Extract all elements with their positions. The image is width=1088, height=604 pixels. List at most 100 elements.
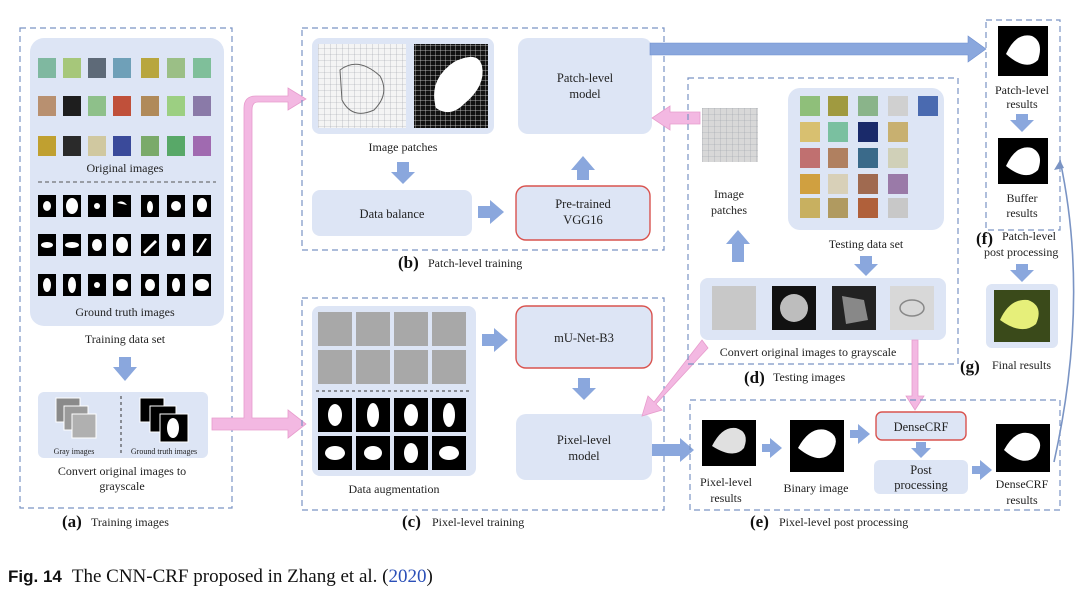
arrow-pixel-model-to-results	[652, 438, 694, 462]
pretrained-line2: VGG16	[563, 213, 603, 227]
figure-caption: Fig. 14 The CNN-CRF proposed in Zhang et …	[8, 566, 433, 588]
convert-line1: Convert original images to	[58, 464, 186, 478]
densecrf-label: DenseCRF	[894, 420, 949, 434]
d-image-patches-line1: Image	[714, 187, 744, 201]
arrow-d-to-patch-model	[651, 105, 701, 131]
arrow-d-up	[726, 230, 750, 262]
patch-level-model-box[interactable]	[518, 38, 652, 134]
original-images-label: Original images	[87, 161, 164, 175]
svg-text:(c): (c)	[402, 512, 421, 531]
svg-text:(b): (b)	[398, 253, 419, 272]
densecrf-results-line2: results	[1006, 493, 1038, 507]
augmentation-gray-grid	[318, 312, 466, 384]
pixel-results-line1: Pixel-level	[700, 475, 753, 489]
data-balance-label: Data balance	[360, 207, 425, 221]
svg-text:Pixel-level training: Pixel-level training	[432, 515, 524, 529]
arrow-e-4	[972, 460, 992, 480]
svg-text:Final results: Final results	[992, 358, 1051, 372]
patch-results-line2: results	[1006, 97, 1038, 111]
buffer-line1: Buffer	[1006, 191, 1037, 205]
arrow-testing-down	[854, 256, 878, 276]
pretrained-line1: Pre-trained	[555, 197, 611, 211]
binary-image-label: Binary image	[784, 481, 849, 495]
arrow-balance-to-vgg	[478, 200, 504, 224]
pink-arrow-d-to-densecrf	[905, 339, 925, 411]
post-processing-box[interactable]	[874, 460, 968, 494]
section-c-caption: (c) Pixel-level training	[402, 512, 524, 531]
section-e-caption: (e) Pixel-level post processing	[750, 512, 908, 531]
augmentation-mask-grid	[318, 398, 466, 470]
convert-line2: grayscale	[99, 479, 144, 493]
svg-text:(f): (f)	[976, 229, 993, 248]
image-patches-label-b: Image patches	[369, 140, 438, 154]
svg-text:(g): (g)	[960, 357, 980, 376]
svg-text:(a): (a)	[62, 512, 82, 531]
section-g-caption: (g) Final results	[960, 357, 1051, 376]
section-d-frame	[687, 77, 959, 365]
original-images-grid	[38, 58, 211, 156]
arrow-e-2	[850, 424, 870, 444]
pretrained-vgg16-box[interactable]	[515, 185, 651, 241]
post-line2: processing	[894, 478, 948, 492]
section-a-frame	[19, 27, 233, 509]
convert-test-label: Convert original images to grayscale	[720, 345, 897, 359]
arrow-e-3	[911, 442, 931, 458]
munet-b3-box[interactable]	[515, 305, 653, 369]
arrow-e-1	[762, 438, 782, 458]
section-b-caption: (b) Patch-level training	[398, 253, 522, 272]
section-f-caption: (f) Patch-level post processing	[976, 229, 1058, 259]
svg-text:Patch-level: Patch-level	[1002, 229, 1057, 243]
pixel-model-line1: Pixel-level	[557, 433, 612, 447]
patch-results-line1: Patch-level	[995, 83, 1050, 97]
arrow-vgg-up	[571, 156, 595, 180]
svg-text:Patch-level training: Patch-level training	[428, 256, 522, 270]
gray-images-label: Gray images	[54, 447, 95, 456]
testing-data-set-label: Testing data set	[829, 237, 904, 251]
citation-year-link[interactable]: 2020	[388, 566, 427, 587]
patch-model-line2: model	[569, 87, 601, 101]
arrow-aug-to-munet	[482, 328, 508, 352]
d-image-patches-line2: patches	[711, 203, 747, 217]
svg-text:Testing images: Testing images	[773, 370, 845, 384]
data-augmentation-label: Data augmentation	[349, 482, 440, 496]
svg-text:(d): (d)	[744, 368, 765, 387]
pixel-results-line2: results	[710, 491, 742, 505]
arrow-patch-model-to-results	[649, 35, 987, 63]
svg-text:Pixel-level post processing: Pixel-level post processing	[779, 515, 908, 529]
section-e-frame	[689, 399, 1061, 511]
section-d-caption: (d) Testing images	[744, 368, 845, 387]
arrow-munet-down	[572, 378, 596, 400]
pixel-level-model-box[interactable]	[516, 414, 652, 480]
grayscale-test-panel	[700, 278, 946, 340]
caption-text: The CNN-CRF proposed in Zhang et al. (	[71, 566, 389, 587]
data-balance-box	[312, 190, 472, 236]
pixel-model-line2: model	[568, 449, 600, 463]
svg-text:Training images: Training images	[91, 515, 169, 529]
densecrf-results-line1: DenseCRF	[996, 477, 1049, 491]
figure-number: Fig. 14	[8, 567, 62, 586]
pink-arrow-d-to-pixel-model	[641, 339, 709, 417]
section-f-frame	[985, 19, 1061, 231]
arrow-a-down	[113, 357, 137, 381]
buffer-line2: results	[1006, 206, 1038, 220]
ground-truth-small-label: Ground truth images	[131, 447, 197, 456]
munet-label: mU-Net-B3	[554, 331, 614, 345]
testing-data-grid	[800, 96, 938, 218]
arrow-f-to-g	[1010, 264, 1034, 282]
pink-arrow-a-to-b-c	[211, 87, 307, 439]
arrow-b-down	[391, 162, 415, 184]
ground-truth-label: Ground truth images	[75, 305, 175, 319]
section-a-caption: (a) Training images	[62, 512, 169, 531]
arrow-f-down	[1010, 114, 1034, 132]
curved-arrow-to-buffer	[1053, 159, 1075, 463]
section-b-frame	[301, 27, 665, 251]
section-c-frame	[301, 297, 665, 511]
patch-model-line1: Patch-level	[557, 71, 614, 85]
densecrf-box[interactable]	[875, 411, 967, 441]
post-line1: Post	[910, 463, 932, 477]
training-data-set-label: Training data set	[85, 332, 166, 346]
caption-close: )	[426, 566, 433, 587]
svg-text:(e): (e)	[750, 512, 769, 531]
svg-text:post processing: post processing	[984, 245, 1058, 259]
